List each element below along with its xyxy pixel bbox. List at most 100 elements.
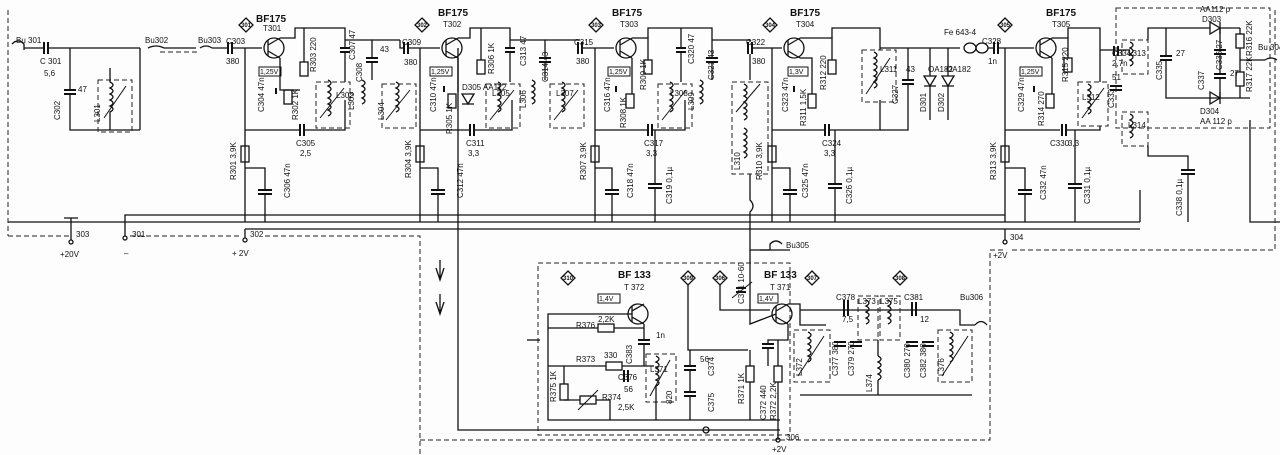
jack-bu303[interactable]: Bu303 [198, 36, 222, 49]
svg-text:303: 303 [76, 230, 90, 239]
jack-bu306[interactable]: Bu306 [960, 293, 988, 326]
svg-text:+2V: +2V [993, 251, 1008, 260]
diode-d304: D304 AA 112 p [1200, 90, 1232, 126]
resistor-r312: R312 220 [819, 55, 837, 90]
svg-text:1,25V: 1,25V [1021, 69, 1040, 76]
svg-text:C371 10-60: C371 10-60 [737, 262, 746, 304]
svg-text:301: 301 [132, 230, 146, 239]
svg-text:L305: L305 [492, 89, 510, 98]
svg-text:D302: D302 [937, 92, 946, 112]
svg-text:L371: L371 [650, 365, 668, 374]
svg-text:R373: R373 [576, 355, 596, 364]
terminal-302[interactable]: 302 + 2V [232, 230, 264, 258]
svg-text:L311: L311 [880, 65, 898, 74]
svg-text:56: 56 [624, 385, 633, 394]
svg-text:L314: L314 [1128, 121, 1146, 130]
svg-text:C309: C309 [402, 38, 422, 47]
capacitor-c317: C317 3,3 [644, 124, 664, 158]
svg-text:OA182: OA182 [928, 65, 953, 74]
resistor-r307: R307 3,9K [579, 142, 600, 180]
svg-text:C372 440: C372 440 [759, 385, 768, 420]
svg-text:L376: L376 [937, 358, 946, 376]
svg-text:+2V: +2V [772, 445, 787, 454]
svg-text:47: 47 [78, 85, 87, 94]
svg-text:L304: L304 [377, 102, 386, 120]
svg-text:L306: L306 [519, 90, 528, 108]
svg-text:C305: C305 [296, 139, 316, 148]
node-marker-305: 305 [997, 17, 1013, 33]
svg-text:BF175: BF175 [256, 14, 286, 25]
svg-text:820: 820 [665, 390, 674, 404]
capacitor-c337: C337 27 [1197, 69, 1239, 90]
svg-text:380: 380 [226, 57, 240, 66]
coil-l305: L305 [485, 81, 521, 129]
capacitor-c378: C378 7,5 [836, 293, 856, 324]
capacitor-c382: C382 380 [919, 341, 934, 378]
jack-bu302[interactable]: Bu302 [145, 36, 169, 49]
svg-text:BF 133: BF 133 [618, 270, 651, 281]
outer-frame [7, 10, 1276, 455]
svg-text:R313 3,9K: R313 3,9K [989, 142, 998, 180]
svg-text:3,3: 3,3 [646, 149, 658, 158]
svg-text:BF175: BF175 [790, 8, 820, 19]
capacitor-c335: C335 27 [1155, 49, 1185, 80]
svg-text:C325 47n: C325 47n [801, 163, 810, 198]
capacitor-c374: C374 56 [684, 355, 716, 376]
svg-text:307: 307 [807, 276, 818, 282]
svg-text:L374: L374 [865, 374, 874, 392]
svg-text:C329 47n: C329 47n [1017, 77, 1026, 112]
svg-text:R374: R374 [602, 393, 622, 402]
terminal-304[interactable]: 304 +2V [993, 233, 1024, 260]
capacitor-c307: C307 47 [340, 29, 357, 60]
svg-text:C324: C324 [822, 139, 842, 148]
coil-l311: L311 [861, 49, 898, 103]
svg-text:+20V: +20V [60, 250, 80, 259]
svg-text:330: 330 [604, 351, 618, 360]
transistor-t303 [615, 37, 637, 59]
svg-text:L308: L308 [670, 89, 688, 98]
stage-t302: L304 C309 380 302 BF175 T302 1,25V R304 … [371, 8, 551, 222]
svg-text:3,3: 3,3 [1068, 139, 1080, 148]
resistor-r315: R315 220 [1061, 47, 1073, 82]
node-marker-304: 304 [762, 17, 778, 33]
svg-text:L375: L375 [880, 297, 898, 306]
svg-text:C383: C383 [625, 344, 634, 364]
coil-l376: L376 [937, 329, 973, 383]
svg-text:R310 3,9K: R310 3,9K [755, 142, 764, 180]
svg-text:C379 270: C379 270 [847, 341, 856, 376]
terminal-301[interactable]: 301 – [122, 230, 146, 258]
svg-text:C316 47n: C316 47n [603, 77, 612, 112]
resistor-r313: R313 3,9K [989, 142, 1010, 180]
coil-l374: L374 [865, 355, 882, 392]
svg-text:+ 2V: + 2V [232, 249, 249, 258]
signal-arrows [435, 260, 445, 317]
terminal-306[interactable]: 306 +2V [772, 433, 800, 454]
svg-text:56: 56 [700, 355, 709, 364]
capacitor-c319: C319 0,1µ [648, 167, 674, 204]
svg-text:27: 27 [1230, 69, 1239, 78]
jack-bu304[interactable]: Bu 304 [1258, 43, 1280, 61]
terminal-303[interactable]: 303 +20V [60, 217, 90, 259]
jack-bu305[interactable]: Bu305 [769, 240, 810, 250]
resistor-r303: R303 220 [299, 37, 318, 77]
svg-text:306: 306 [786, 433, 800, 442]
svg-text:R376: R376 [576, 321, 596, 330]
resistor-r302: R302 1K [283, 88, 300, 120]
resistor-r305: R305 1K [445, 93, 457, 134]
jack-bu301[interactable]: Bu 301 [11, 36, 42, 50]
coil-l304: L304 [377, 81, 417, 129]
svg-text:2,5: 2,5 [300, 149, 312, 158]
capacitor-c309: C309 380 [402, 38, 422, 67]
capacitor-c371: C371 10-60 [731, 262, 753, 304]
svg-text:304: 304 [1010, 233, 1024, 242]
svg-text:302: 302 [250, 230, 264, 239]
svg-text:Bu 304: Bu 304 [1258, 43, 1280, 52]
capacitor-c323: C323 47n [781, 77, 795, 112]
svg-text:BF 133: BF 133 [764, 270, 797, 281]
capacitor-c379: C379 270 [847, 341, 862, 376]
stage-t305: 305 BF175 T305 1,25V R313 3,9K C332 47n … [989, 8, 1132, 222]
capacitor-c328: C328 1n [982, 37, 1002, 66]
svg-text:C319 0,1µ: C319 0,1µ [665, 167, 674, 204]
coil-l308: L308 [657, 81, 693, 129]
resistor-r310: R310 3,9K [755, 142, 777, 180]
